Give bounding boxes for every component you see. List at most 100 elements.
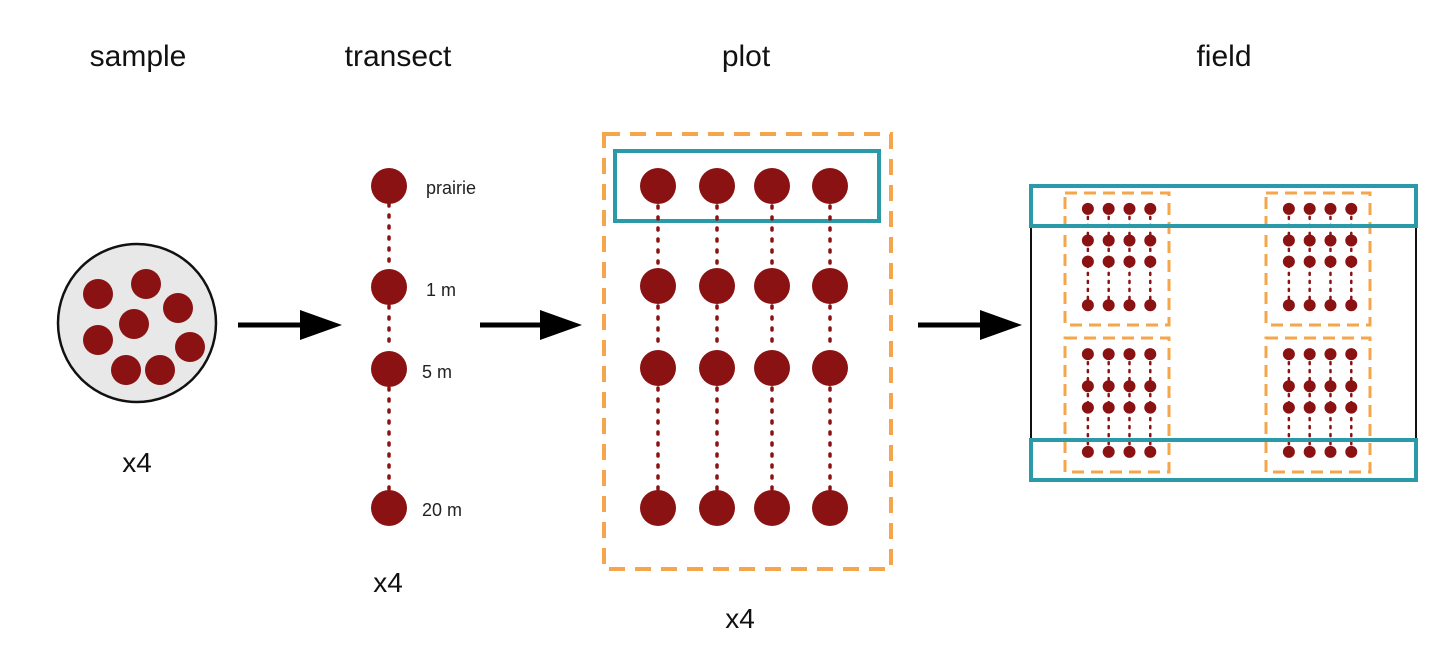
field-sample-point (1123, 299, 1136, 312)
field-sample-point (1303, 380, 1316, 393)
field-sample-point (1303, 299, 1316, 312)
field-sample-point (1303, 401, 1316, 414)
field-plot-boundary-dashed (1063, 191, 1171, 327)
multiplier-transect: x4 (373, 567, 403, 598)
field-sample-point (1324, 202, 1337, 215)
field-sample-point (1081, 348, 1094, 361)
header-transect: transect (345, 40, 452, 73)
field-sample-point (1345, 401, 1358, 414)
field-sample-point (1282, 401, 1295, 414)
plot-panel (602, 132, 893, 571)
sample-particles (83, 269, 205, 385)
multiplier-sample: x4 (122, 447, 152, 478)
field-sample-point (1324, 380, 1337, 393)
field-sample-point (1282, 255, 1295, 268)
transect-label-1m: 1 m (426, 280, 456, 300)
field-sample-point (1282, 380, 1295, 393)
plot-sample-point (640, 490, 676, 526)
field-plots (1063, 191, 1372, 474)
field-plot-boundary-dashed (1063, 336, 1171, 474)
arrow-sample-to-transect (238, 310, 342, 340)
field-sample-point (1102, 299, 1115, 312)
field-sample-point (1324, 255, 1337, 268)
transect-panel (371, 168, 407, 526)
header-sample: sample (90, 40, 187, 73)
field-sample-point (1144, 202, 1157, 215)
field-sample-point (1144, 299, 1157, 312)
sample-particle (131, 269, 161, 299)
field-sample-point (1144, 401, 1157, 414)
field-sample-point (1345, 348, 1358, 361)
plot-sample-point (640, 168, 676, 204)
plot-sample-point (812, 490, 848, 526)
transect-sample-point (371, 351, 407, 387)
field-sample-point (1102, 255, 1115, 268)
plot-sample-point (640, 268, 676, 304)
field-sample-point (1303, 234, 1316, 247)
header-field: field (1196, 40, 1251, 73)
field-sample-point (1123, 255, 1136, 268)
field-sample-point (1282, 234, 1295, 247)
arrow-plot-to-field (918, 310, 1022, 340)
field-sample-point (1144, 380, 1157, 393)
transect-sample-point (371, 490, 407, 526)
field-sample-point (1123, 202, 1136, 215)
field-sample-point (1081, 202, 1094, 215)
plot-sample-point (812, 268, 848, 304)
plot-sample-point (754, 350, 790, 386)
field-sample-point (1282, 445, 1295, 458)
field-sample-point (1102, 234, 1115, 247)
field-sample-point (1282, 202, 1295, 215)
sample-particle (145, 355, 175, 385)
field-sample-point (1303, 202, 1316, 215)
field-sample-point (1102, 445, 1115, 458)
field-sample-point (1102, 401, 1115, 414)
field-sample-point (1102, 380, 1115, 393)
field-sample-point (1123, 348, 1136, 361)
field-bottom-transect-highlight (1029, 438, 1418, 482)
plot-transect-highlight (613, 149, 881, 223)
field-sample-point (1123, 445, 1136, 458)
plot-sample-point (699, 268, 735, 304)
field-plot-boundary-dashed (1264, 191, 1372, 327)
field-sample-point (1324, 299, 1337, 312)
field-top-transect-highlight (1029, 184, 1418, 228)
transect-label-20m: 20 m (422, 500, 462, 520)
field-sample-point (1345, 445, 1358, 458)
plot-boundary-dashed (602, 132, 893, 571)
transect-label-5m: 5 m (422, 362, 452, 382)
field-sample-point (1102, 348, 1115, 361)
field-plot-boundary-dashed (1264, 336, 1372, 474)
field-sample-point (1081, 445, 1094, 458)
field-sample-point (1123, 380, 1136, 393)
field-sample-point (1282, 348, 1295, 361)
field-sample-point (1282, 299, 1295, 312)
field-sample-point (1081, 401, 1094, 414)
field-sample-point (1324, 234, 1337, 247)
field-sample-point (1324, 401, 1337, 414)
field-sample-point (1345, 234, 1358, 247)
field-sample-point (1324, 445, 1337, 458)
plot-sample-point (812, 168, 848, 204)
plot-sample-point (754, 268, 790, 304)
plot-sample-point (699, 490, 735, 526)
field-sample-point (1144, 445, 1157, 458)
field-sample-point (1081, 380, 1094, 393)
arrow-transect-to-plot (480, 310, 582, 340)
sample-particle (111, 355, 141, 385)
multiplier-plot: x4 (725, 603, 755, 634)
field-sample-point (1081, 299, 1094, 312)
field-sample-point (1144, 255, 1157, 268)
sample-particle (163, 293, 193, 323)
field-panel (1029, 184, 1418, 482)
field-sample-point (1303, 445, 1316, 458)
plot-sample-point (699, 350, 735, 386)
field-sample-point (1324, 348, 1337, 361)
field-sample-point (1303, 255, 1316, 268)
field-sample-point (1345, 255, 1358, 268)
sample-particle (83, 279, 113, 309)
plot-sample-point (754, 490, 790, 526)
plot-sample-point (640, 350, 676, 386)
field-sample-point (1144, 348, 1157, 361)
